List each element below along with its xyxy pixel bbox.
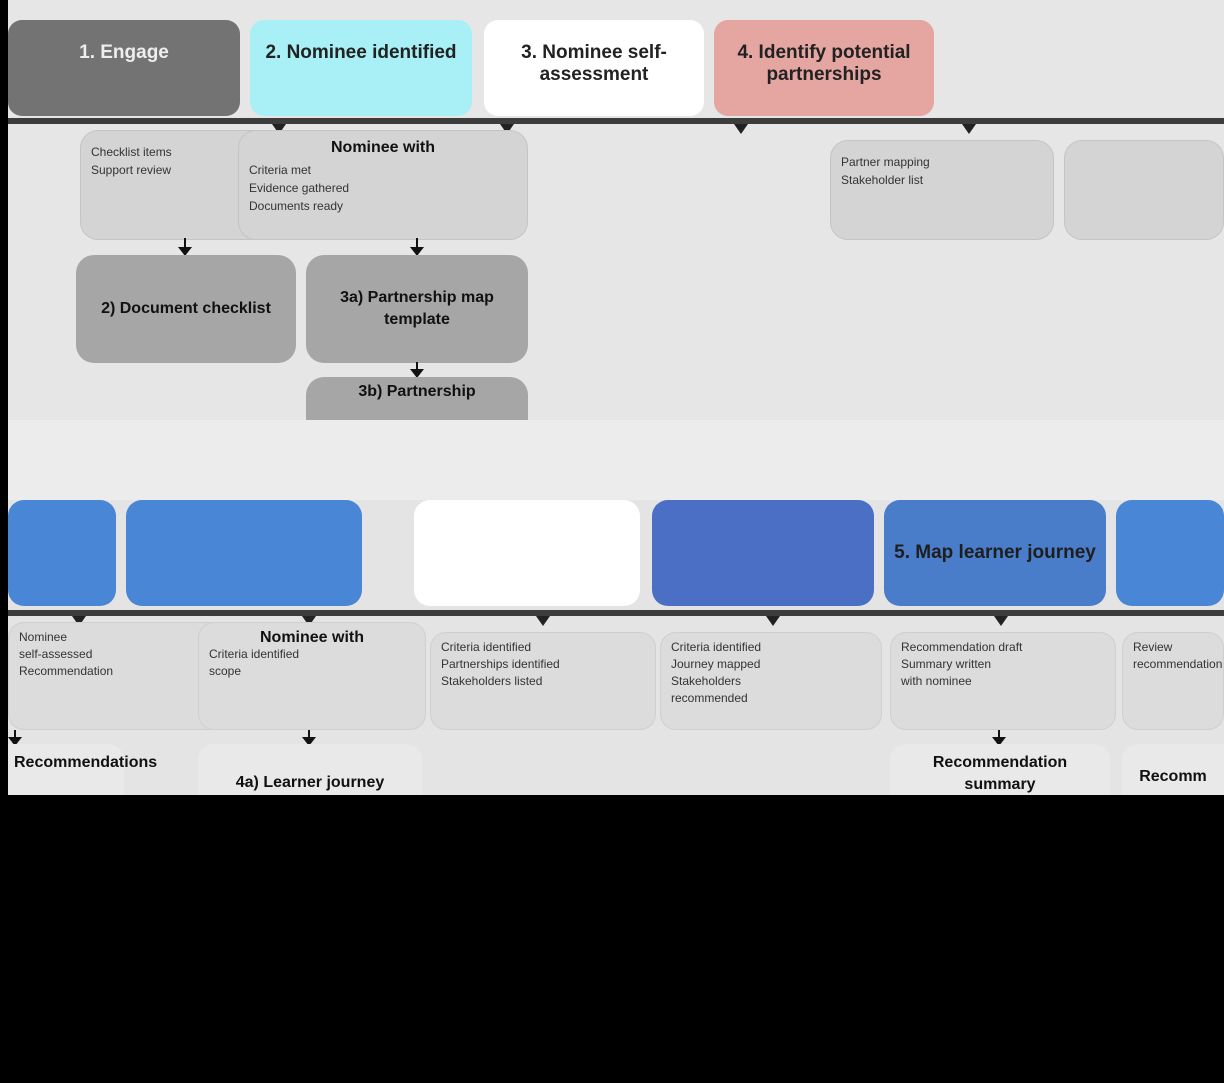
criteria-box-1-lines: Checklist items Support review xyxy=(91,143,287,179)
criteria-line: Criteria identified xyxy=(671,640,762,654)
output-recommendation-summary: Recommendation summary xyxy=(890,744,1110,795)
output-recomm-label: Recomm xyxy=(1139,768,1207,785)
bottom-criteria-3: Criteria identified Partnerships identif… xyxy=(430,632,656,730)
arrow-to-doc-checklist xyxy=(178,238,192,256)
output-learner-journey: 4a) Learner journey xyxy=(198,744,422,795)
criteria-line: recommended xyxy=(671,691,748,705)
bottom-phase-3 xyxy=(414,500,640,606)
criteria-box-2: Nominee with Criteria met Evidence gathe… xyxy=(238,130,528,240)
doc-document-checklist: 2) Document checklist xyxy=(76,255,296,363)
bottom-timeline-arrow-1 xyxy=(72,616,86,626)
bottom-criteria-2-title: Nominee with xyxy=(259,629,364,646)
phase-engage: 1. Engage xyxy=(8,20,240,116)
criteria-line: Stakeholder list xyxy=(841,173,924,187)
phase-nominee-identified-label: 2. Nominee identified xyxy=(265,42,457,63)
arrow-to-learner-journey xyxy=(302,730,316,746)
criteria-line: Criteria identified xyxy=(209,647,300,661)
bottom-criteria-6: Review recommendation xyxy=(1122,632,1224,730)
arrow-to-recommendations xyxy=(8,730,22,746)
criteria-line: Criteria met xyxy=(249,163,312,177)
top-timeline-arrow-2 xyxy=(500,124,514,134)
doc-document-checklist-label: 2) Document checklist xyxy=(101,300,271,317)
criteria-line: Nominee xyxy=(19,630,68,644)
criteria-line: recommendation xyxy=(1133,657,1223,671)
bottom-criteria-2: Nominee with Criteria identified scope xyxy=(198,622,426,730)
middle-band xyxy=(8,420,1224,502)
criteria-line: Review xyxy=(1133,640,1173,654)
criteria-line: Evidence gathered xyxy=(249,181,350,195)
criteria-box-2-title: Nominee with xyxy=(330,139,435,156)
bottom-timeline-arrow-5 xyxy=(994,616,1008,626)
bottom-phase-1 xyxy=(8,500,116,606)
output-learner-journey-label: 4a) Learner journey xyxy=(235,774,385,791)
criteria-line: Stakeholders xyxy=(671,674,742,688)
criteria-box-2-lines: Criteria met Evidence gathered Documents… xyxy=(249,161,517,215)
doc-partnership-label: 3b) Partnership xyxy=(358,383,476,400)
criteria-line: Stakeholders listed xyxy=(441,674,543,688)
phase-partnerships: 4. Identify potential partnerships xyxy=(714,20,934,116)
criteria-box-3: Partner mapping Stakeholder list xyxy=(830,140,1054,240)
bottom-timeline-arrow-2 xyxy=(302,616,316,626)
top-timeline xyxy=(8,118,1224,124)
bottom-phase-6 xyxy=(1116,500,1224,606)
criteria-line: Recommendation xyxy=(19,664,114,678)
empty-region xyxy=(8,795,1224,1083)
arrow-to-partnership-doc xyxy=(410,362,424,378)
bottom-phase-4 xyxy=(652,500,874,606)
phase-engage-label: 1. Engage xyxy=(79,42,169,63)
criteria-line: Partnerships identified xyxy=(441,657,560,671)
bottom-timeline-arrow-4 xyxy=(766,616,780,626)
bottom-timeline xyxy=(8,610,1224,616)
criteria-line: Journey mapped xyxy=(671,657,761,671)
phase-self-assessment-label: 3. Nominee self-assessment xyxy=(521,42,667,85)
top-timeline-arrow-3 xyxy=(734,124,748,134)
criteria-line: Criteria identified xyxy=(441,640,532,654)
criteria-line: Partner mapping xyxy=(841,155,930,169)
criteria-line: Summary written xyxy=(901,657,992,671)
bottom-phase-map-learner-journey: 5. Map learner journey xyxy=(884,500,1106,606)
criteria-line: scope xyxy=(209,664,242,678)
phase-self-assessment: 3. Nominee self-assessment xyxy=(484,20,704,116)
criteria-line: Recommendation draft xyxy=(901,640,1023,654)
criteria-box-3-lines: Partner mapping Stakeholder list xyxy=(841,153,1043,189)
bottom-phase-2 xyxy=(126,500,362,606)
output-recommendations-label: Recommendations xyxy=(14,754,158,771)
bottom-criteria-1: Nominee self-assessed Recommendation xyxy=(8,622,226,730)
phase-partnerships-label: 4. Identify potential partnerships xyxy=(737,42,911,85)
criteria-line: self-assessed xyxy=(19,647,93,661)
doc-partnership-map-template-label: 3a) Partnership map template xyxy=(340,289,494,328)
output-recommendation-summary-label: Recommendation summary xyxy=(932,754,1068,793)
bottom-criteria-4: Criteria identified Journey mapped Stake… xyxy=(660,632,882,730)
bottom-phase-map-learner-journey-label: 5. Map learner journey xyxy=(894,542,1096,563)
criteria-line: Checklist items xyxy=(91,145,172,159)
doc-partnership: 3b) Partnership xyxy=(306,377,528,420)
bottom-criteria-5: Recommendation draft Summary written wit… xyxy=(890,632,1116,730)
arrow-to-partnership-map xyxy=(410,238,424,256)
arrow-to-recommendation-summary xyxy=(992,730,1006,746)
criteria-box-4 xyxy=(1064,140,1224,240)
top-timeline-arrow-4 xyxy=(962,124,976,134)
criteria-line: Documents ready xyxy=(249,199,344,213)
output-recommendations: Recommendations xyxy=(8,744,157,795)
top-timeline-arrow-1 xyxy=(272,124,286,134)
criteria-line: Support review xyxy=(91,163,172,177)
bottom-timeline-arrow-3 xyxy=(536,616,550,626)
criteria-line: with nominee xyxy=(901,674,972,688)
phase-nominee-identified: 2. Nominee identified xyxy=(250,20,472,116)
output-recomm: Recomm xyxy=(1122,744,1224,795)
doc-partnership-map-template: 3a) Partnership map template xyxy=(306,255,528,363)
